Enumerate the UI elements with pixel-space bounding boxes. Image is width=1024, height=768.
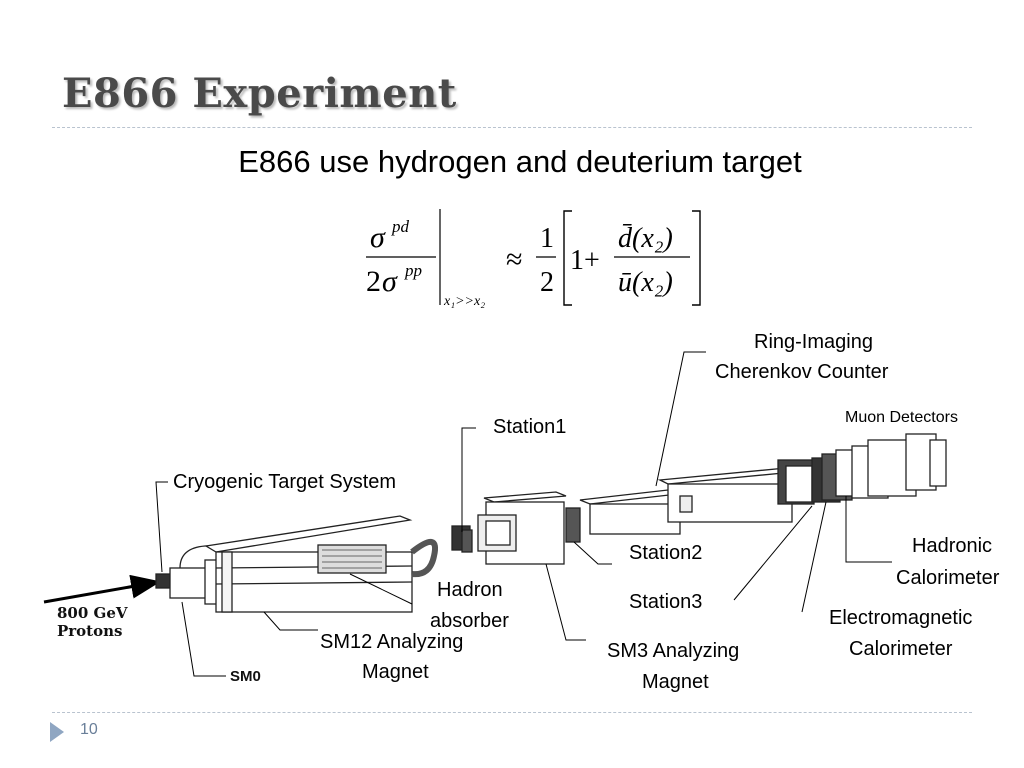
label-hadronic-line2: Calorimeter <box>896 567 1000 589</box>
sm3-leader <box>545 563 586 641</box>
hadron-absorber-leader <box>349 573 413 605</box>
label-sm0: SM0 <box>230 668 261 685</box>
sm12-leader <box>263 611 318 631</box>
title-divider <box>52 127 972 128</box>
formula-half-den: 2 <box>540 267 554 298</box>
formula-denominator-coef: 2 <box>366 265 381 298</box>
proton-beam-arrow <box>43 574 161 604</box>
station1-leader <box>461 427 476 532</box>
formula-approx: ≈ <box>506 243 522 276</box>
label-hadron-absorber-line2: absorber <box>430 610 509 632</box>
cryo-target-leader <box>155 481 168 573</box>
formula-one-plus: 1+ <box>570 245 600 276</box>
sm12-magnet <box>204 515 438 613</box>
label-protons-line1: 800 GeV <box>57 604 128 622</box>
label-sm12-line2: Magnet <box>362 661 429 683</box>
footer-divider <box>52 712 972 713</box>
formula-denominator-sigma: σ <box>382 265 398 298</box>
label-station1: Station1 <box>493 416 566 438</box>
label-station3: Station3 <box>629 591 702 613</box>
hadronic-leader <box>845 496 892 563</box>
label-em-line2: Calorimeter <box>849 638 953 660</box>
label-sm12-line1: SM12 Analyzing <box>320 631 463 653</box>
formula-half-num: 1 <box>540 223 554 254</box>
label-protons-line2: Protons <box>57 622 122 640</box>
slide-subtitle: E866 use hydrogen and deuterium target <box>238 144 802 179</box>
cross-section-ratio-formula: σ pd 2 σ pp x₁>>x₂ ≈ 1 2 1+ d̄(x₂) ū(x₂) <box>366 209 701 309</box>
formula-ratio-den: ū(x₂) <box>618 267 673 298</box>
sm0-leader <box>181 601 226 677</box>
label-em-line1: Electromagnetic <box>829 607 972 629</box>
label-rich-line2: Cherenkov Counter <box>715 361 889 383</box>
label-hadron-absorber-line1: Hadron <box>437 579 503 601</box>
label-muon-detectors: Muon Detectors <box>845 409 958 426</box>
formula-right-bracket <box>692 210 701 306</box>
calorimeters-and-muon-detectors <box>777 433 947 505</box>
label-cryogenic-target: Cryogenic Target System <box>173 471 396 493</box>
slide-title: E866 Experiment <box>62 70 457 117</box>
station3-leader <box>733 505 813 601</box>
station2-station3-and-rich <box>565 467 797 543</box>
station1-detector <box>451 525 473 553</box>
cryogenic-target-system <box>155 545 220 605</box>
label-sm3-line1: SM3 Analyzing <box>607 640 739 662</box>
footer-arrow-icon <box>50 722 64 742</box>
rich-leader <box>655 351 706 487</box>
formula-denominator-sup: pp <box>404 261 422 280</box>
formula-ratio-num: d̄(x₂) <box>618 223 673 254</box>
label-hadronic-line1: Hadronic <box>912 535 992 557</box>
em-leader <box>801 501 827 613</box>
formula-numerator-sup: pd <box>391 217 410 236</box>
formula-numerator-sigma: σ <box>370 221 386 254</box>
e866-spectrometer-diagram: Ring-Imaging Cherenkov Counter Muon Dete… <box>43 331 1000 693</box>
formula-left-bracket <box>563 210 572 306</box>
page-number: 10 <box>80 721 98 738</box>
sm3-magnet <box>477 491 567 565</box>
label-station2: Station2 <box>629 542 702 564</box>
label-rich-line1: Ring-Imaging <box>754 331 873 353</box>
label-sm3-line2: Magnet <box>642 671 709 693</box>
formula-condition: x₁>>x₂ <box>443 294 485 309</box>
station2-leader <box>573 541 612 565</box>
